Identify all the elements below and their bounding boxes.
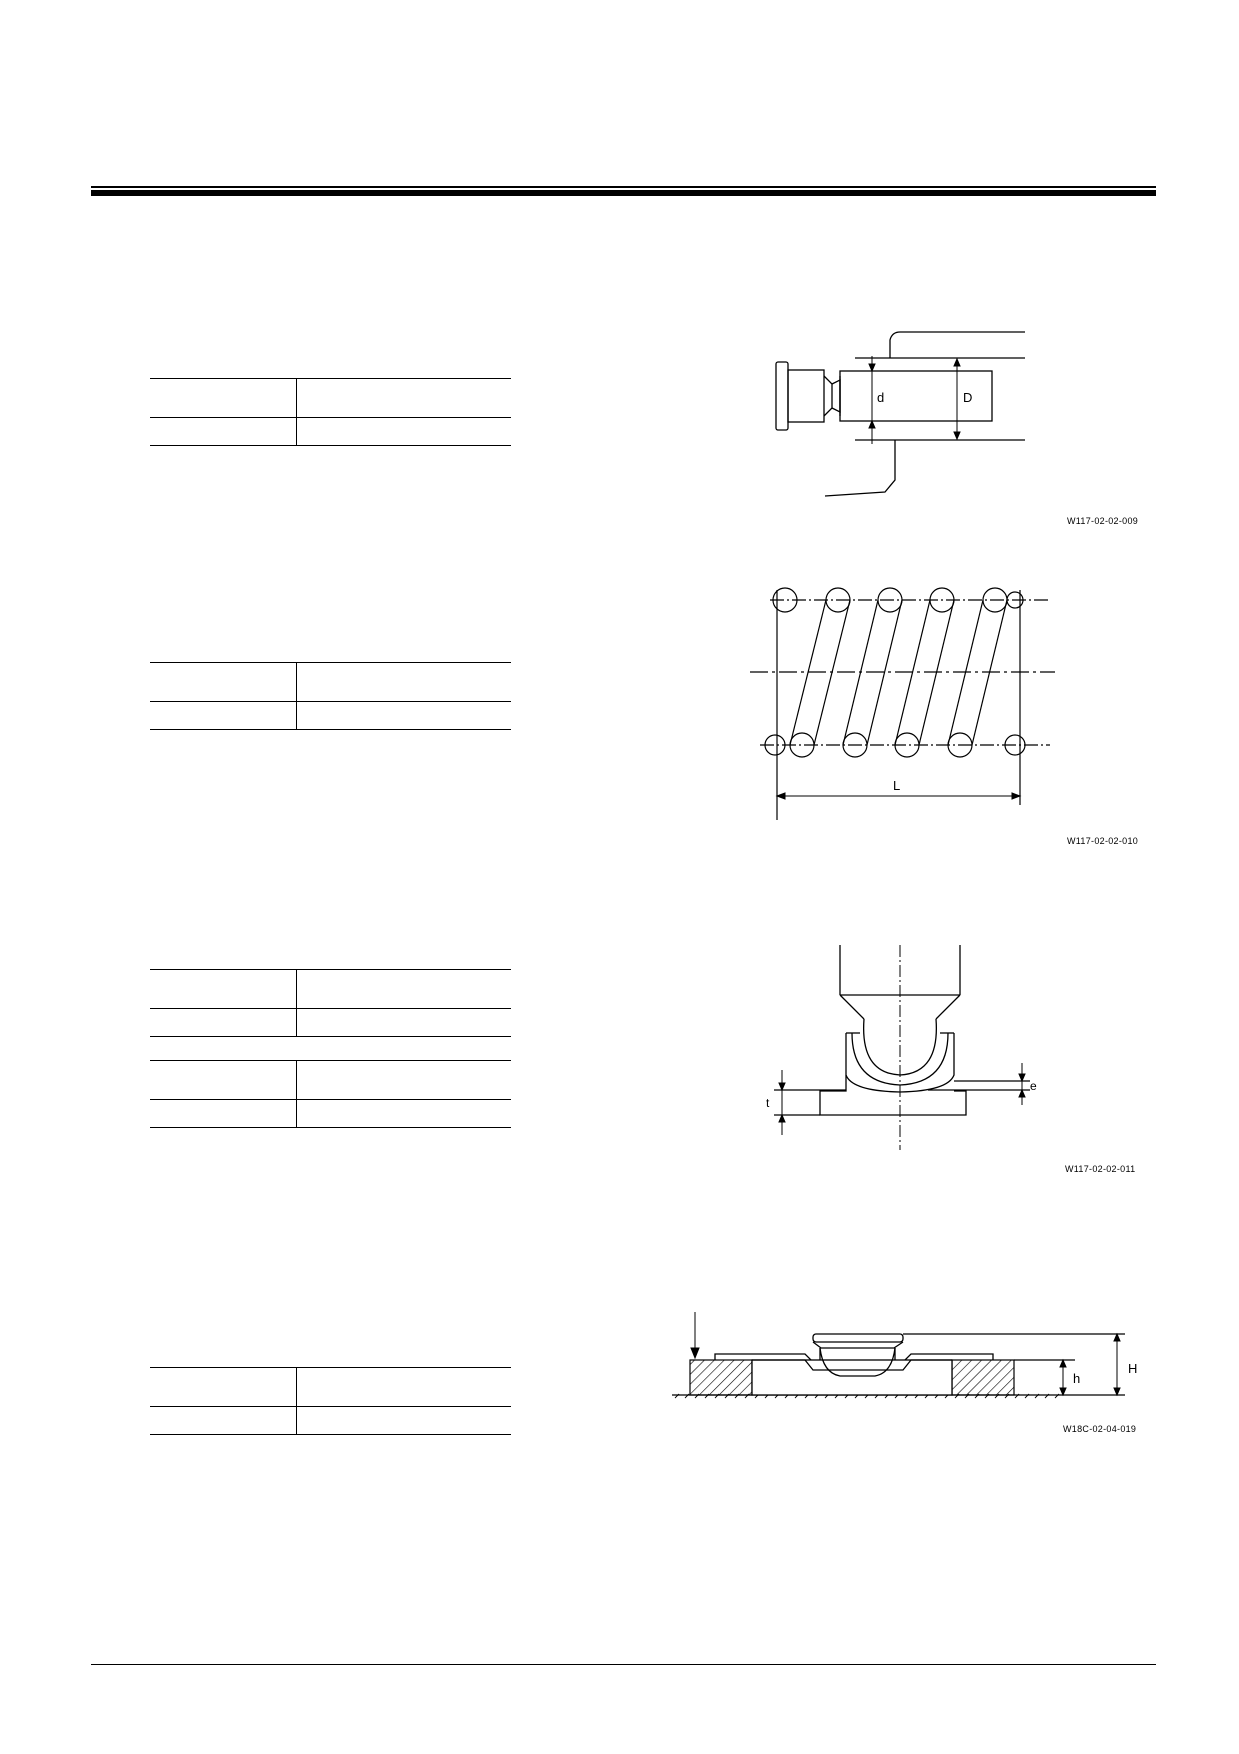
table-cell (296, 1099, 511, 1128)
table-cell (296, 417, 511, 446)
table-cell (150, 1367, 297, 1407)
dimension-label-L: L (893, 778, 900, 793)
table-cell (296, 701, 511, 730)
dimension-label-H: H (1128, 1361, 1137, 1376)
table-cell (296, 969, 511, 1009)
dimension-label-t: t (766, 1096, 770, 1110)
table-cell (150, 1406, 297, 1435)
footer-rule (91, 1664, 1156, 1665)
table-cell (296, 1367, 511, 1407)
table-cell (150, 417, 297, 446)
table-cell (150, 378, 297, 418)
figure-code: W117-02-02-009 (1067, 516, 1139, 526)
table-cell (150, 701, 297, 730)
spec-table-shoe-play (150, 969, 511, 1037)
figure-code: W117-02-02-010 (1067, 836, 1139, 846)
table-cell (296, 1406, 511, 1435)
retainer-height-diagram: h H (672, 1312, 1137, 1399)
figure-code: W117-02-02-011 (1065, 1164, 1136, 1174)
dimension-label-D: D (963, 390, 972, 405)
shoe-play-diagram: t e (766, 945, 1037, 1150)
spec-table-shoe-thickness (150, 1060, 511, 1128)
spec-table-spring-length (150, 662, 511, 730)
dimension-label-h: h (1073, 1371, 1080, 1386)
dimension-label-d: d (877, 390, 884, 405)
header-rule-thin (91, 186, 1156, 188)
table-cell (296, 1060, 511, 1100)
table-cell (296, 378, 511, 418)
spec-table-retainer-height (150, 1367, 511, 1435)
table-cell (150, 969, 297, 1009)
table-cell (150, 1099, 297, 1128)
piston-bore-diagram: d D (775, 331, 1025, 497)
dimension-label-e: e (1030, 1079, 1037, 1093)
table-cell (150, 662, 297, 702)
figure-code: W18C-02-04-019 (1063, 1424, 1137, 1434)
table-cell (296, 662, 511, 702)
table-cell (296, 1008, 511, 1037)
table-cell (150, 1008, 297, 1037)
header-rule-thick (91, 190, 1156, 196)
spring-length-diagram: L (750, 587, 1055, 820)
spec-table-piston-clearance (150, 378, 511, 446)
table-cell (150, 1060, 297, 1100)
